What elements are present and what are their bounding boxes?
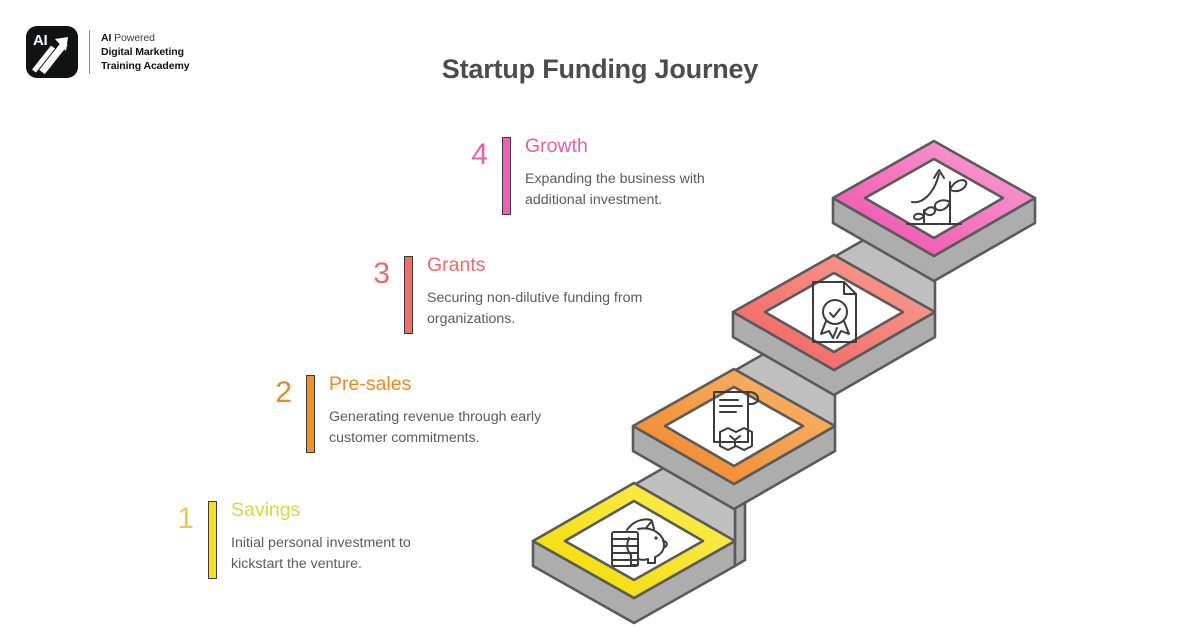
step-item-2[interactable]: 2 Pre-sales Generating revenue through e… — [266, 373, 542, 453]
step-number-4: 4 — [471, 138, 488, 171]
platform-step-4 — [831, 139, 1037, 283]
brand-line-2: Digital Marketing — [101, 45, 184, 58]
step-label-1: Savings — [231, 499, 301, 521]
step-accent-bar-1 — [208, 501, 217, 579]
step-number-2: 2 — [275, 376, 292, 409]
step-description-1: Initial personal investment to kickstart… — [231, 535, 411, 572]
step-description-4: Expanding the business with additional i… — [525, 171, 705, 208]
step-number-1: 1 — [177, 502, 194, 535]
page-title: Startup Funding Journey — [441, 54, 759, 84]
brand-line-3: Training Academy — [101, 60, 190, 73]
step-description-2: Generating revenue through early custome… — [329, 409, 542, 446]
ai-arrow-logo-icon: AI — [26, 26, 78, 78]
step-label-3: Grants — [427, 254, 486, 276]
logo-divider — [89, 30, 90, 74]
step-item-3[interactable]: 3 Grants Securing non-dilutive funding f… — [364, 254, 643, 334]
step-item-4[interactable]: 4 Growth Expanding the business with add… — [462, 135, 705, 215]
step-label-4: Growth — [525, 135, 588, 157]
step-accent-bar-2 — [306, 375, 315, 453]
contract-handshake-icon — [713, 391, 759, 451]
plant-growth-arrow-icon — [906, 169, 968, 225]
step-accent-bar-4 — [502, 137, 511, 215]
logo-mark-text: AI — [33, 32, 48, 49]
brand-text: AI Powered Digital Marketing Training Ac… — [101, 31, 190, 73]
step-item-1[interactable]: 1 Savings Initial personal investment to… — [168, 499, 411, 579]
step-label-2: Pre-sales — [329, 373, 412, 395]
brand-logo: AI AI Powered Digital Marketing Training… — [26, 26, 190, 78]
step-accent-bar-3 — [404, 256, 413, 334]
piggy-bank-coins-icon — [611, 518, 668, 567]
step-number-3: 3 — [373, 257, 390, 290]
brand-line-1: AI Powered — [101, 31, 155, 44]
certificate-award-icon — [812, 281, 857, 343]
step-description-3: Securing non-dilutive funding from organ… — [427, 290, 643, 327]
